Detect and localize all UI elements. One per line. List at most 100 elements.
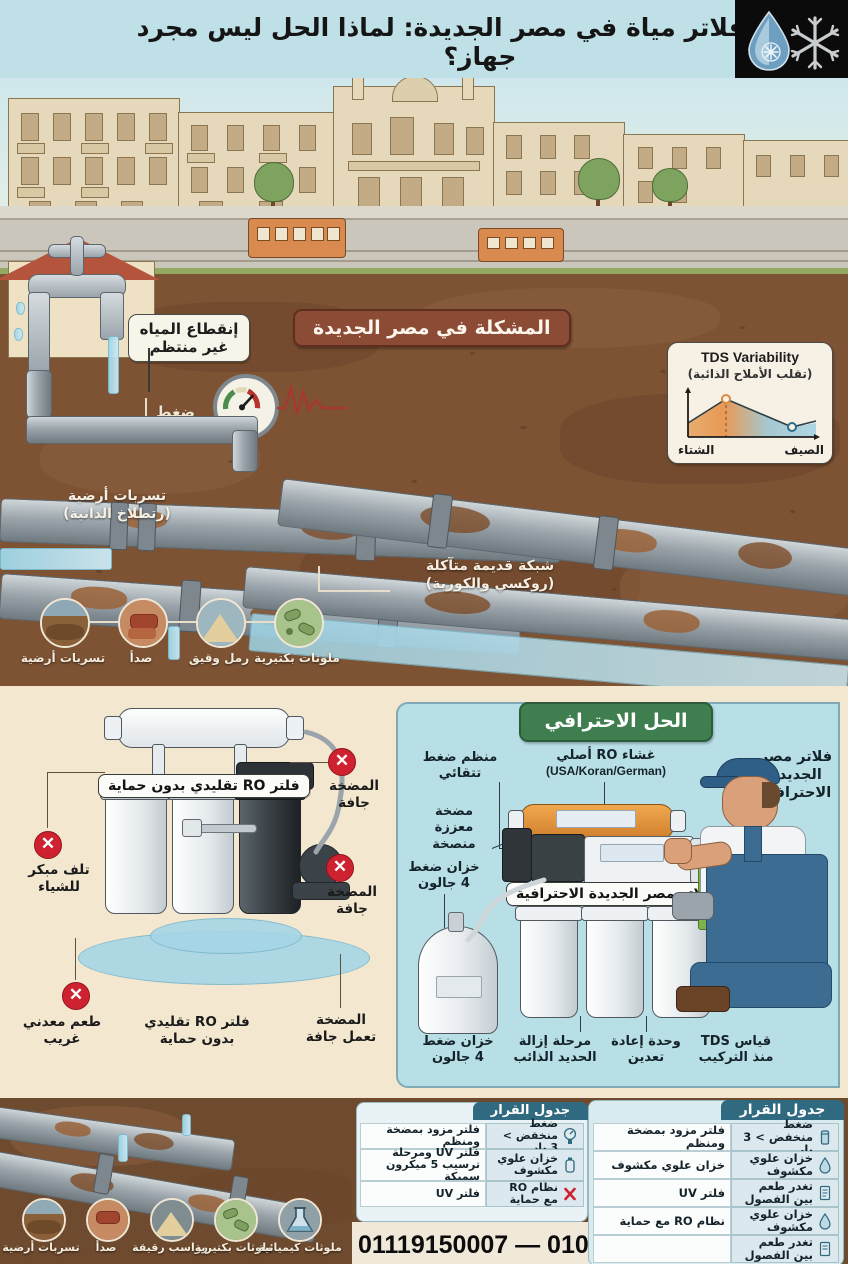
chip-label-fine-sediment: رواسب رقيقة (132, 1241, 208, 1254)
table-row[interactable]: تغدر طعم بين الفصول (593, 1235, 839, 1263)
building (8, 98, 180, 233)
bottom-pipe-illustration: تسربات أرضية صدأ رواسب رقيقة ملوثات بكتي… (0, 1098, 352, 1264)
tds-x-label-winter: الشتاء (678, 443, 715, 457)
decision-table-left: جدول القرار ضغط منخفض > 3 بار فلتر مزود … (356, 1102, 588, 1222)
tank-valve (448, 912, 464, 932)
problem-badge: المشكلة في مصر الجديدة (293, 309, 571, 347)
water-puddle (150, 918, 302, 954)
landmark-building (333, 86, 495, 219)
leader-line (47, 772, 105, 774)
cell-action: فلتر UV (678, 1185, 725, 1200)
chip-label-bacteria: ملوثات بكتيرية (194, 1241, 274, 1254)
tap-riser (28, 292, 50, 374)
tank-sticker (436, 976, 482, 998)
leader-line (340, 954, 342, 1008)
decision-table-left-title: جدول القرار (473, 1102, 588, 1120)
worker-glove (672, 892, 714, 920)
droplet-icon (819, 1156, 831, 1174)
table-row[interactable]: خزان علوي مكشوف فلتر UV ومرحلة ترسيب 5 م… (360, 1145, 584, 1184)
chip-sand-silt (196, 598, 246, 648)
pro-tubing (465, 877, 547, 943)
chip-label-ground-leaks: تسربات أرضية (2, 1241, 80, 1254)
logo-artwork (748, 10, 840, 71)
cell-condition: نظام RO مع حماية (509, 1180, 558, 1206)
tree-trunk (596, 188, 600, 218)
table-row[interactable]: نظام RO مع حماية فلتر UV (360, 1181, 584, 1207)
leader-line (166, 621, 196, 623)
building (743, 140, 848, 219)
table-row[interactable]: خزان علوي مكشوف نظام RO مع حماية (593, 1207, 839, 1235)
chip-label-rust: صدأ (129, 651, 153, 665)
membrane-label-sticker (556, 810, 636, 828)
leader-line (444, 894, 446, 928)
pipe-horizontal (26, 416, 258, 444)
leader-line (646, 1016, 648, 1032)
tram (478, 228, 564, 262)
tds-chart-title: TDS Variability (700, 349, 800, 365)
document-icon (819, 1241, 831, 1257)
leader-line (148, 348, 150, 392)
leak-drip (168, 626, 180, 660)
cell-condition: تغدر طعم بين الفصول (744, 1179, 813, 1206)
table-row[interactable]: ضغط منخفض > 3 بار فلتر مزود بمضخة ومنظم (360, 1117, 584, 1154)
pipe-leak (182, 1114, 191, 1136)
chip-label-ground-leaks: تسربات أرضية (20, 651, 106, 665)
x-icon: ✕ (34, 831, 62, 859)
tank-icon (565, 1157, 575, 1173)
header-bar: شركة فلاتر مياة في مصر الجديدة: لماذا ال… (0, 0, 848, 78)
filter-icon (820, 1130, 830, 1145)
cell-action: فلتر UV ومرحلة ترسيب 5 ميكرون سميكة (385, 1145, 480, 1184)
pro-canister (520, 914, 578, 1018)
leader-line (244, 621, 274, 623)
cell-action: فلتر مزود بمضخة ومنظم (626, 1123, 725, 1150)
leader-line (318, 590, 390, 592)
leader-line (75, 938, 77, 980)
chip-label-sand: رمل وقيق (188, 651, 250, 665)
chip-rust (118, 598, 168, 648)
leader-line (499, 782, 501, 848)
leader-line (47, 772, 49, 828)
table-row[interactable]: خزان علوي مكشوف خزان علوي مكشوف (593, 1151, 839, 1179)
tube-fitting (182, 819, 202, 837)
cell-condition: تغدر طعم بين الفصول (744, 1235, 813, 1262)
worker-hair (762, 782, 780, 808)
tram (248, 218, 346, 258)
table-row[interactable]: تغدر طعم بين الفصول فلتر UV (593, 1179, 839, 1207)
building (178, 112, 335, 233)
traditional-pump-base (292, 882, 350, 900)
tree-trunk (668, 192, 672, 218)
pipe-vertical (26, 370, 52, 418)
table-row[interactable]: ضغط منخفض > 3 بار فلتر مزود بمضخة ومنظم (593, 1118, 839, 1156)
gauge-zigzag (277, 380, 347, 424)
leader-line (604, 782, 606, 808)
x-icon: ✕ (328, 748, 356, 776)
tap-handle-stem (70, 236, 84, 276)
label-ground-leaks: تسربات أرضية(رتطلاخ الدانية) (63, 488, 171, 522)
tree-foliage (578, 158, 620, 200)
pump-assembly (502, 828, 532, 882)
document-icon (819, 1185, 831, 1201)
traditional-canister (105, 792, 167, 914)
cell-condition: خزان علوي مكشوف (749, 1207, 813, 1234)
tube-straight (195, 824, 257, 833)
leader-line (580, 1016, 582, 1032)
tree-trunk (271, 190, 275, 218)
x-icon: ✕ (62, 982, 90, 1010)
pressure-gauge-icon (563, 1127, 577, 1144)
chip-bacteria (214, 1198, 258, 1242)
leader-line (318, 566, 320, 592)
solution-badge: الحل الاحترافي (519, 702, 713, 742)
label-corroded-network: شبكة قديمة متآكلة(روكسي والكوربة) (425, 558, 555, 592)
comparison-scene: الحل الاحترافي فلتر RO تقليدي بدون حماية… (0, 686, 848, 1098)
